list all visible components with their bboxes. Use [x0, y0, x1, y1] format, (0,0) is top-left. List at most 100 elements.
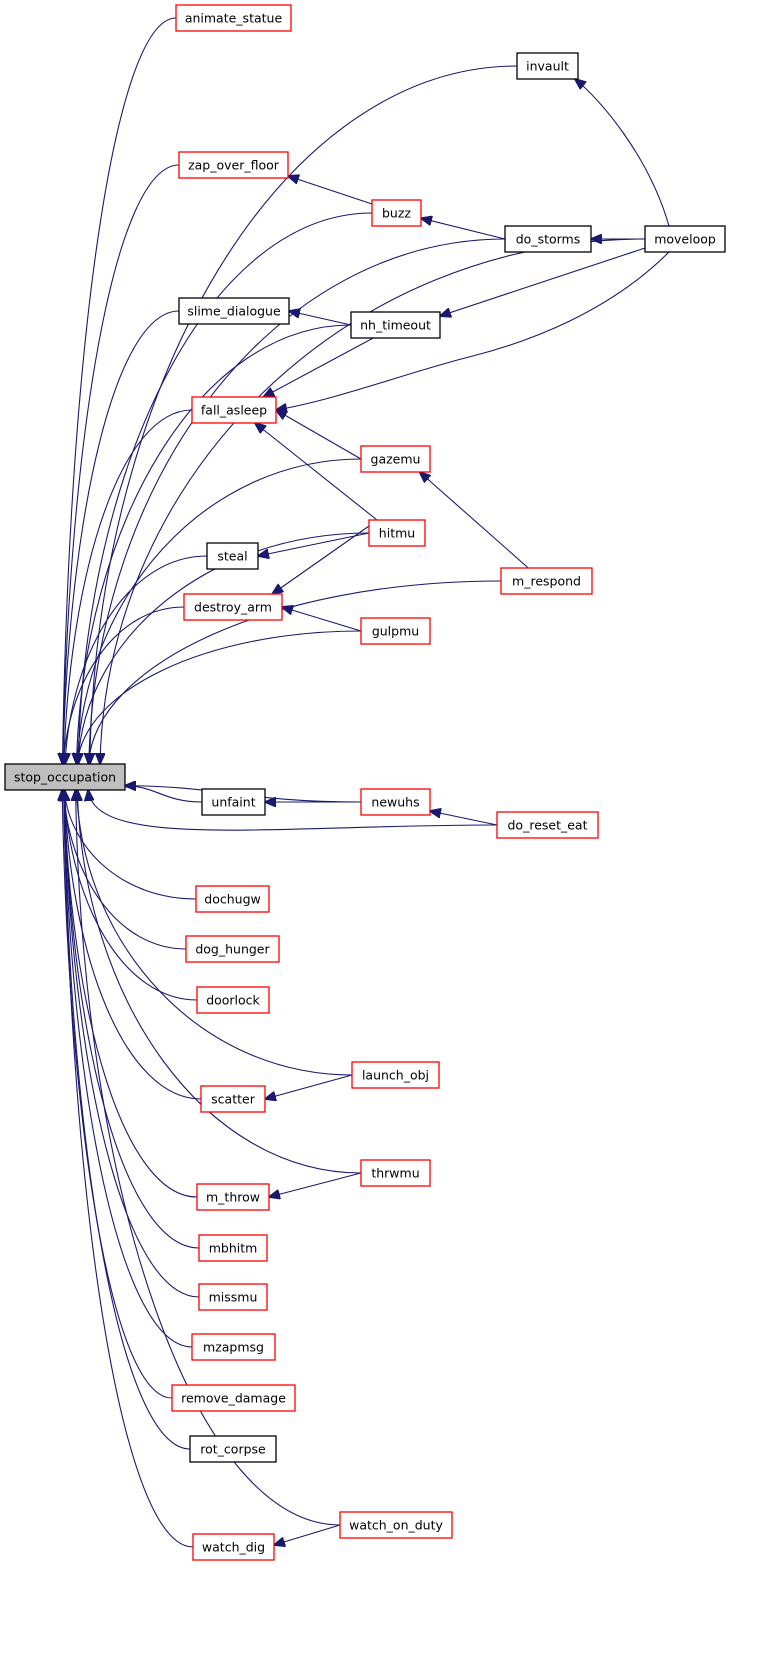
node-box[interactable]: [351, 1061, 440, 1089]
node-box[interactable]: [644, 225, 726, 253]
node-box[interactable]: [185, 935, 280, 963]
node-m-respond[interactable]: m_respond: [500, 567, 593, 595]
node-invault[interactable]: invault: [516, 52, 579, 80]
edge-line: [64, 790, 200, 1298]
node-box[interactable]: [196, 1183, 270, 1211]
node-newuhs[interactable]: newuhs: [360, 788, 431, 816]
node-box[interactable]: [200, 1085, 266, 1113]
node-do-storms[interactable]: do_storms: [504, 225, 592, 253]
node-box[interactable]: [350, 311, 441, 339]
edge-missmu-to-stop_occupation: [64, 790, 200, 1298]
edge-gazemu-to-fall_asleep: [276, 410, 362, 460]
edge-gulpmu-to-stop_occupation: [77, 630, 362, 764]
node-mzapmsg[interactable]: mzapmsg: [191, 1333, 276, 1361]
edge-line: [64, 790, 198, 1001]
node-zap-over-floor[interactable]: zap_over_floor: [178, 151, 289, 179]
node-box[interactable]: [4, 763, 126, 791]
edge-moveloop-to-invault: [575, 79, 670, 227]
node-box[interactable]: [360, 617, 431, 645]
edge-line: [276, 251, 670, 410]
edge-gazemu-to-stop_occupation: [77, 458, 362, 764]
node-watch-on-duty[interactable]: watch_on_duty: [339, 1511, 453, 1539]
node-label: stop_occupation: [14, 770, 116, 785]
node-watch-dig[interactable]: watch_dig: [192, 1533, 275, 1561]
node-box[interactable]: [191, 1333, 276, 1361]
edge-line: [88, 580, 502, 764]
node-box[interactable]: [178, 297, 290, 325]
node-box[interactable]: [175, 4, 292, 32]
node-box[interactable]: [496, 811, 599, 839]
node-box[interactable]: [360, 445, 431, 473]
node-label: launch_obj: [362, 1068, 429, 1083]
node-dog-hunger[interactable]: dog_hunger: [185, 935, 280, 963]
node-label: doorlock: [206, 993, 260, 1008]
node-nh-timeout[interactable]: nh_timeout: [350, 311, 441, 339]
node-box[interactable]: [198, 1234, 268, 1262]
node-mbhitm[interactable]: mbhitm: [198, 1234, 268, 1262]
node-box[interactable]: [516, 52, 579, 80]
edge-line: [64, 790, 200, 1249]
node-box[interactable]: [371, 199, 422, 227]
node-box[interactable]: [201, 788, 266, 816]
node-box[interactable]: [368, 519, 426, 547]
node-fall-asleep[interactable]: fall_asleep: [191, 396, 277, 424]
node-box[interactable]: [171, 1384, 296, 1412]
node-hitmu[interactable]: hitmu: [368, 519, 426, 547]
node-doorlock[interactable]: doorlock: [196, 986, 270, 1014]
node-box[interactable]: [360, 1159, 431, 1187]
node-box[interactable]: [178, 151, 289, 179]
edge-buzz-to-zap_over_floor: [288, 176, 373, 205]
node-box[interactable]: [198, 1283, 268, 1311]
node-gazemu[interactable]: gazemu: [360, 445, 431, 473]
node-dochugw[interactable]: dochugw: [195, 885, 270, 913]
edge-launch_obj-to-stop_occupation: [77, 790, 353, 1076]
node-scatter[interactable]: scatter: [200, 1085, 266, 1113]
edge-line: [440, 247, 646, 316]
node-buzz[interactable]: buzz: [371, 199, 422, 227]
edge-line: [64, 790, 191, 1450]
node-label: steal: [217, 549, 247, 564]
node-missmu[interactable]: missmu: [198, 1283, 268, 1311]
node-launch-obj[interactable]: launch_obj: [351, 1061, 440, 1089]
edge-do_storms-to-buzz: [421, 218, 506, 240]
node-box[interactable]: [339, 1511, 453, 1539]
node-box[interactable]: [183, 593, 283, 621]
node-remove-damage[interactable]: remove_damage: [171, 1384, 296, 1412]
node-box[interactable]: [196, 986, 270, 1014]
node-box[interactable]: [192, 1533, 275, 1561]
node-label: fall_asleep: [201, 403, 267, 418]
node-box[interactable]: [189, 1435, 277, 1463]
node-rot-corpse[interactable]: rot_corpse: [189, 1435, 277, 1463]
node-box[interactable]: [500, 567, 593, 595]
edge-line: [258, 532, 370, 556]
edge-line: [89, 238, 506, 764]
edge-line: [269, 1172, 362, 1197]
edge-line: [77, 630, 362, 764]
edge-line: [255, 423, 378, 521]
node-unfaint[interactable]: unfaint: [201, 788, 266, 816]
node-destroy-arm[interactable]: destroy_arm: [183, 593, 283, 621]
edge-invault-to-stop_occupation: [90, 65, 518, 764]
node-m-throw[interactable]: m_throw: [196, 1183, 270, 1211]
node-thrwmu[interactable]: thrwmu: [360, 1159, 431, 1187]
edge-do_reset_eat-to-newuhs: [430, 811, 498, 826]
node-box[interactable]: [504, 225, 592, 253]
node-box[interactable]: [360, 788, 431, 816]
edge-animate_statue-to-stop_occupation: [62, 17, 177, 764]
node-gulpmu[interactable]: gulpmu: [360, 617, 431, 645]
node-box[interactable]: [206, 542, 259, 570]
node-do-reset-eat[interactable]: do_reset_eat: [496, 811, 599, 839]
node-stop-occupation[interactable]: stop_occupation: [4, 763, 126, 791]
node-animate-statue[interactable]: animate_statue: [175, 4, 292, 32]
edge-nh_timeout-to-stop_occupation: [76, 324, 352, 764]
node-box[interactable]: [191, 396, 277, 424]
node-moveloop[interactable]: moveloop: [644, 225, 726, 253]
node-slime-dialogue[interactable]: slime_dialogue: [178, 297, 290, 325]
edge-dochugw-to-stop_occupation: [64, 790, 197, 900]
edge-moveloop-to-nh_timeout: [440, 247, 646, 316]
node-box[interactable]: [195, 885, 270, 913]
node-label: hitmu: [379, 526, 415, 541]
node-steal[interactable]: steal: [206, 542, 259, 570]
edge-thrwmu-to-stop_occupation: [77, 790, 362, 1174]
